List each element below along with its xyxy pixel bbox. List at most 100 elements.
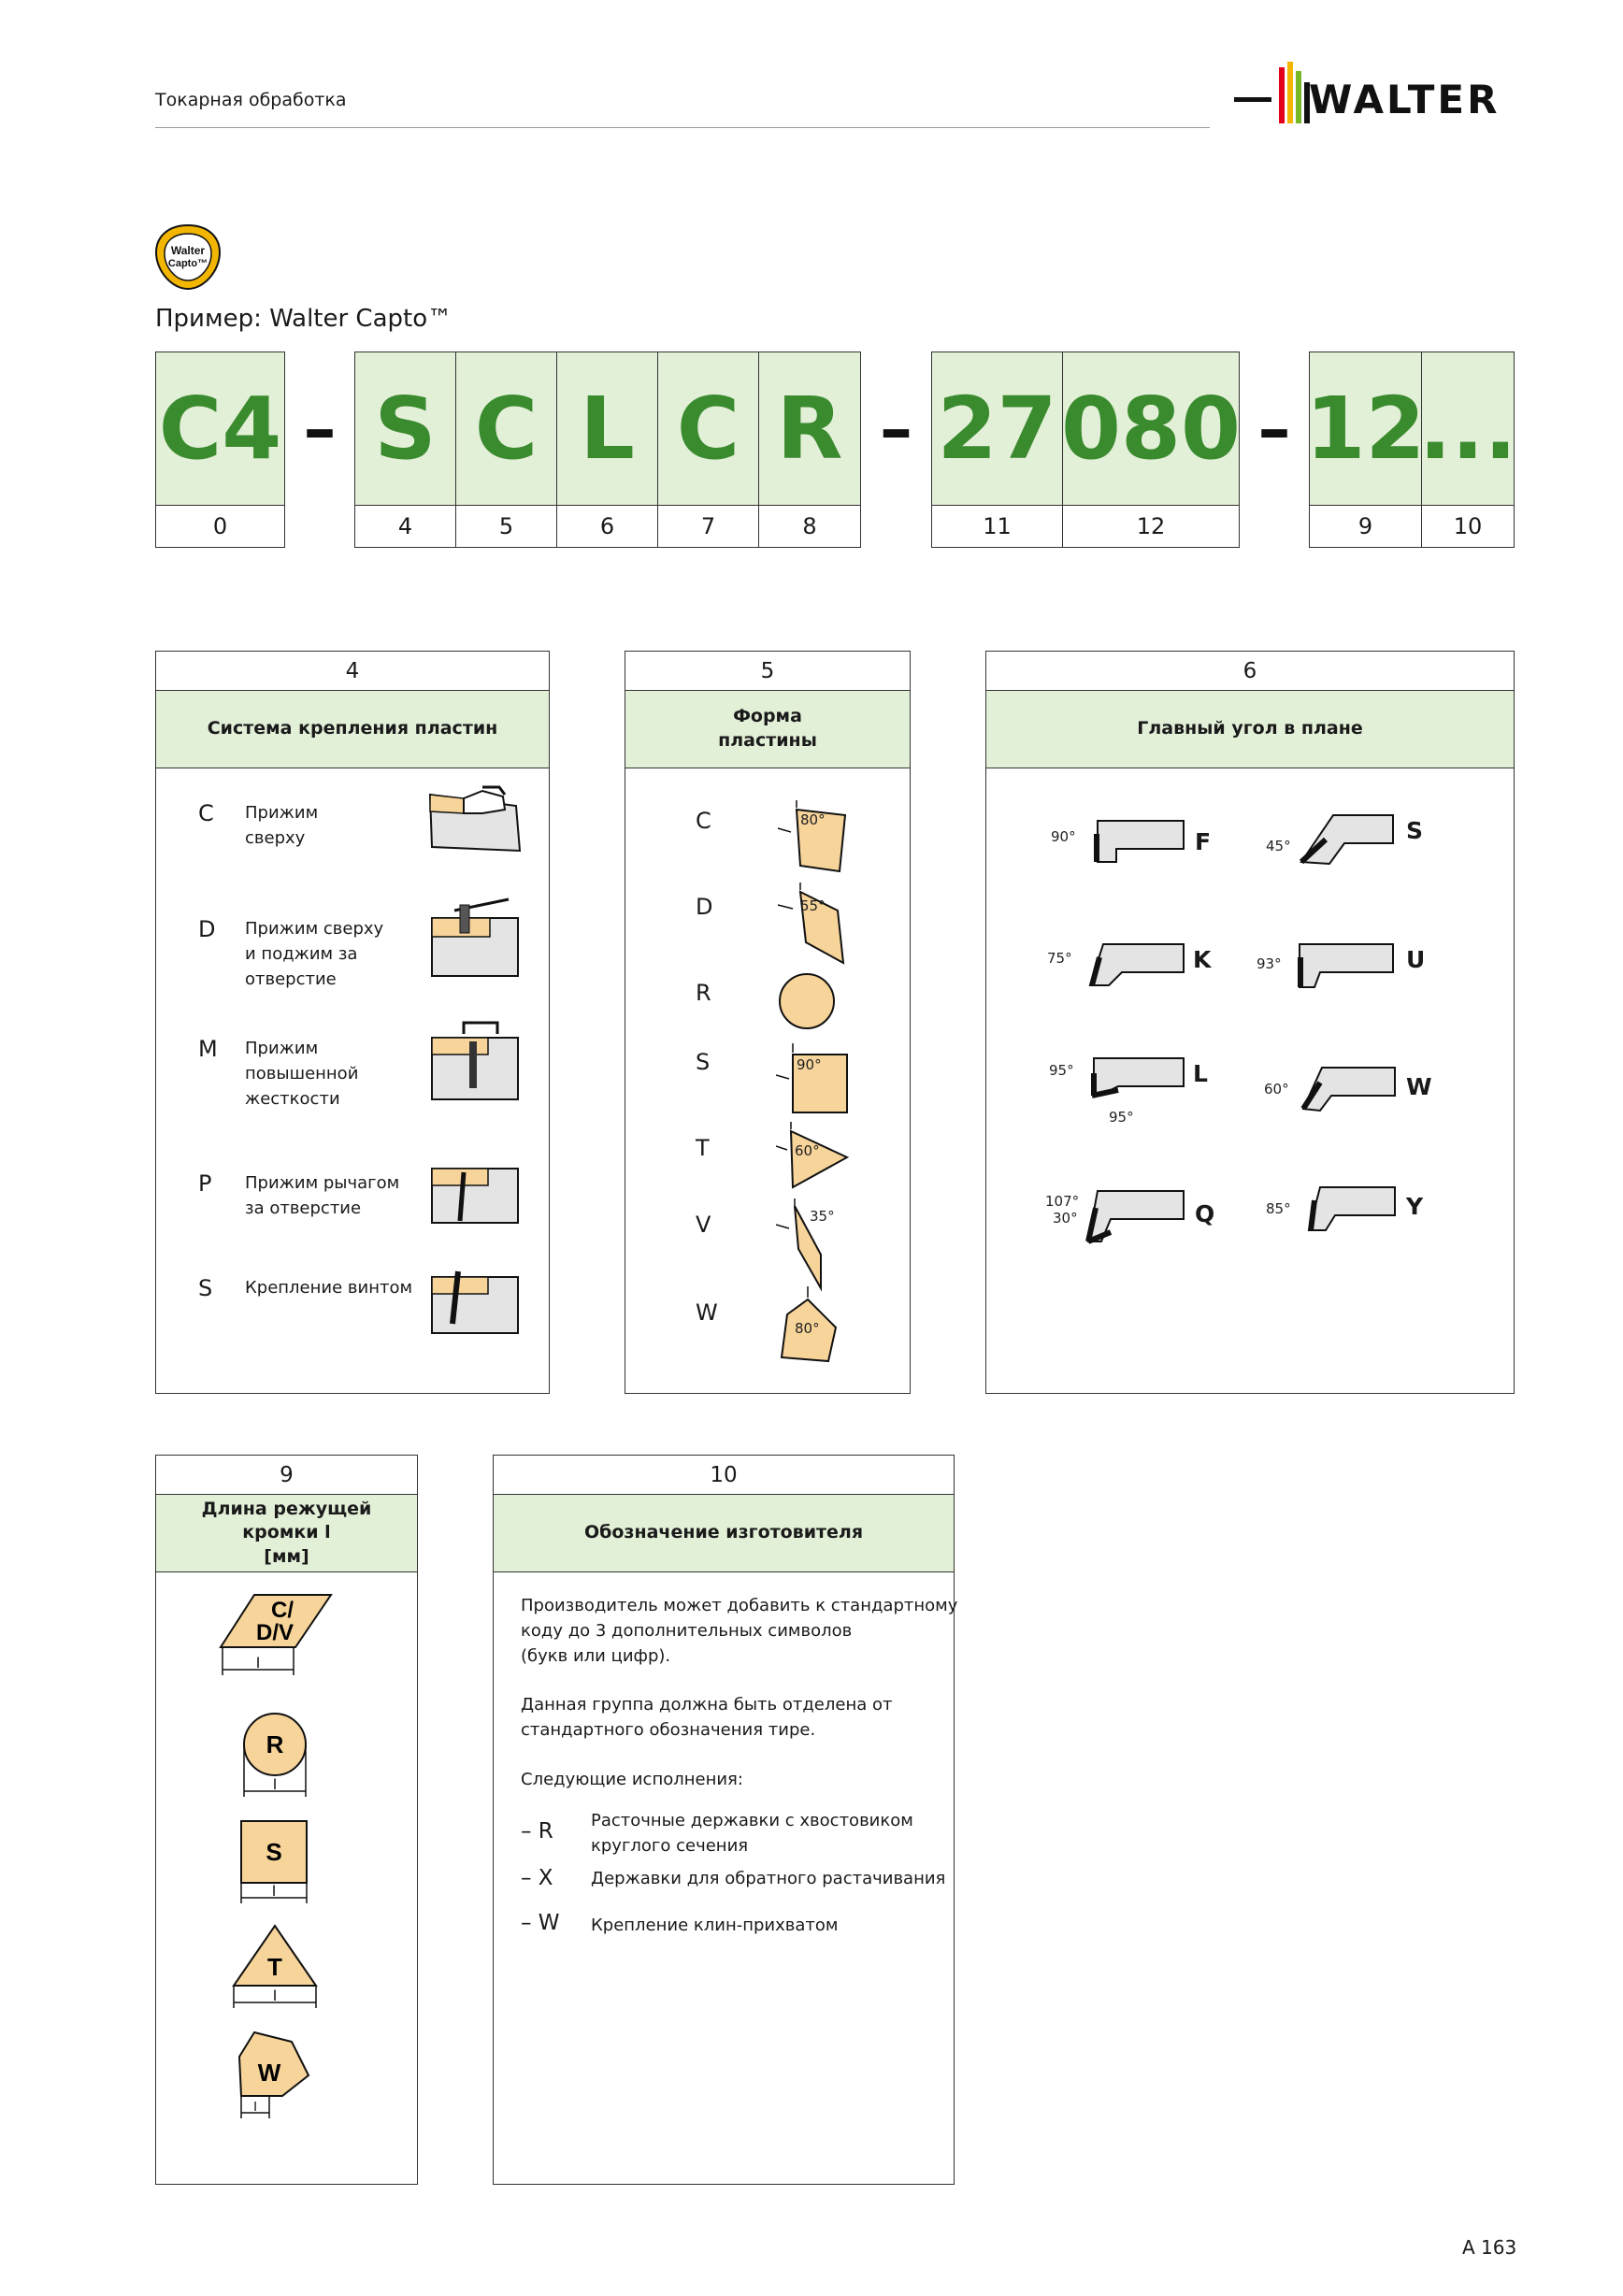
manufacturer-paragraph: Данная группа должна быть отделена от ст…	[521, 1695, 893, 1740]
angle-label: 60°	[795, 1142, 820, 1159]
edge-length-s-icon: S l	[240, 1820, 308, 1903]
insert-t-icon	[776, 1122, 850, 1189]
panel-manufacturer-designation: 10 Обозначение изготовителя	[493, 1455, 955, 2185]
top-and-hole-clamp-icon	[431, 897, 519, 977]
edge-length-cdv-icon: C/ D/V l	[219, 1594, 333, 1675]
edge-length-w-icon: W l	[237, 2031, 310, 2118]
edge-label: C/	[271, 1598, 294, 1623]
code-segment: 27	[931, 352, 1063, 506]
code-segment-number: 7	[657, 506, 759, 548]
code-segment: C4	[155, 352, 285, 506]
walter-logo-icon	[1234, 62, 1310, 123]
code-dash: –	[880, 390, 912, 467]
angle-label: 95°	[1109, 1109, 1134, 1126]
insert-d-icon	[777, 883, 845, 965]
rigid-clamp-icon	[431, 1021, 519, 1100]
shape-letter: T	[696, 1135, 710, 1161]
lead-angle-letter: Y	[1406, 1193, 1424, 1220]
code-segment-number: 8	[758, 506, 861, 548]
panel-number: 9	[156, 1456, 417, 1495]
angle-label: 90°	[1051, 828, 1076, 845]
angle-label: 85°	[1266, 1200, 1291, 1217]
option-code: – W	[521, 1911, 560, 1935]
panel-title: Длина режущей кромки l [мм]	[156, 1495, 417, 1572]
code-segment: C	[455, 352, 557, 506]
option-description: Державки для обратного растачивания	[591, 1869, 946, 1888]
option-code: – X	[521, 1866, 553, 1890]
shape-letter: D	[696, 894, 713, 920]
panel-insert-shape: 5 Форма пластины	[625, 651, 911, 1394]
clamp-letter: C	[198, 800, 214, 826]
insert-v-icon	[776, 1198, 822, 1292]
angle-label: 93°	[1257, 955, 1282, 972]
edge-label: W	[258, 2059, 281, 2087]
insert-r-icon	[779, 973, 835, 1029]
clamp-letter: M	[198, 1036, 218, 1062]
panel-title: Форма пластины	[625, 691, 910, 768]
insert-w-icon	[780, 1286, 838, 1363]
manufacturer-paragraph: Следующие исполнения:	[521, 1770, 743, 1789]
dimension-label: l	[272, 1884, 276, 1900]
panel-number: 10	[494, 1456, 954, 1495]
clamp-description: Прижим сверху и поджим за отверстие	[245, 919, 384, 989]
top-clamp-icon	[428, 785, 522, 853]
code-segment: L	[556, 352, 658, 506]
code-segment: 080	[1061, 352, 1241, 506]
edge-label: D/V	[256, 1620, 294, 1645]
code-segment-number: 6	[556, 506, 658, 548]
edge-label: T	[267, 1953, 282, 1981]
angle-label: 35°	[810, 1208, 835, 1225]
shape-letter: R	[696, 980, 711, 1006]
code-segment-number: 4	[354, 506, 456, 548]
header-divider	[155, 127, 1210, 128]
lead-angle-y-icon	[1307, 1186, 1396, 1231]
dimension-label: l	[273, 1777, 277, 1793]
code-segment-number: 10	[1421, 506, 1515, 548]
lead-angle-letter: W	[1406, 1073, 1432, 1100]
panel-lead-angle: 6 Главный угол в плане	[985, 651, 1515, 1394]
lead-angle-f-icon	[1094, 820, 1185, 863]
lead-angle-q-icon	[1085, 1190, 1185, 1244]
option-code: – R	[521, 1819, 553, 1844]
code-dash: –	[1257, 390, 1291, 467]
code-segment: R	[758, 352, 861, 506]
angle-label: 45°	[1266, 838, 1291, 854]
shape-letter: V	[696, 1212, 711, 1238]
lead-angle-letter: F	[1195, 828, 1212, 855]
lead-angle-u-icon	[1298, 943, 1394, 988]
edge-length-t-icon: T l	[232, 1924, 318, 2008]
dimension-label: l	[273, 1988, 277, 2004]
edge-label: R	[266, 1730, 284, 1758]
clamp-description: Прижим рычагом за отверстие	[245, 1173, 400, 1218]
badge-line1: Walter	[171, 244, 206, 257]
lead-angle-l-icon	[1091, 1057, 1185, 1098]
code-segment: ...	[1419, 352, 1516, 506]
screw-clamp-icon	[431, 1270, 519, 1334]
lead-angle-letter: L	[1193, 1060, 1208, 1087]
panel-title: Обозначение изготовителя	[494, 1495, 954, 1572]
code-segment: S	[354, 352, 456, 506]
code-segment-number: 5	[455, 506, 557, 548]
dimension-label: l	[253, 2099, 256, 2114]
code-segment: C	[657, 352, 759, 506]
clamp-letter: S	[198, 1275, 213, 1301]
edge-label: S	[266, 1838, 281, 1866]
lead-angle-w-icon	[1300, 1067, 1396, 1112]
panel-title: Главный угол в плане	[986, 691, 1514, 768]
lead-angle-letter: Q	[1195, 1200, 1215, 1227]
page-header-title: Токарная обработка	[155, 90, 347, 110]
shape-letter: W	[696, 1299, 718, 1326]
badge-line2: Capto™	[168, 258, 208, 269]
manufacturer-paragraph: Производитель может добавить к стандартн…	[521, 1596, 958, 1666]
shape-letter: C	[696, 808, 711, 834]
angle-label: 80°	[795, 1320, 820, 1337]
angle-label: 80°	[800, 811, 826, 828]
clamp-letter: P	[198, 1170, 212, 1197]
code-segment: 12	[1305, 352, 1426, 506]
lead-angle-letter: K	[1193, 946, 1212, 973]
clamp-description: Прижим сверху	[245, 803, 319, 848]
angle-label: 107°	[1045, 1193, 1080, 1210]
code-segment-number: 0	[155, 506, 285, 548]
lead-angle-s-icon	[1299, 814, 1394, 866]
panel-number: 5	[625, 652, 910, 691]
